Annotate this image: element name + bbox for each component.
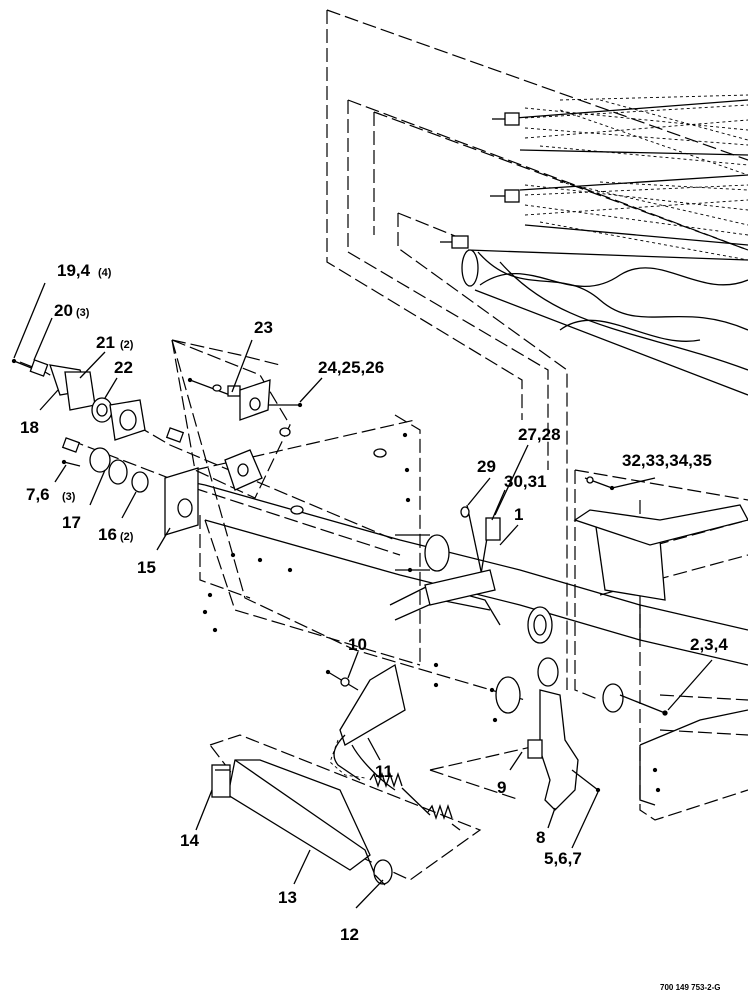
left-bearing-assembly [11,358,401,556]
leader-lines [13,282,713,909]
callout-15: 15 [137,558,156,577]
callout-11: 11 [375,762,393,781]
callout-20-qty: (3) [76,307,90,319]
callout-23: 23 [254,318,273,337]
callout-7-6-qty: (3) [62,491,76,503]
callout-21: 21 [96,333,115,352]
center-flange-assembly [171,339,303,499]
callout-29: 29 [477,457,496,476]
callout-20: 20 [54,301,73,320]
callout-17: 17 [62,513,81,532]
lower-roll [440,235,748,396]
callout-27-28: 27,28 [518,425,561,444]
right-side-parts [429,476,748,811]
callout-21-qty: (2) [120,339,134,351]
callout-19-4: 19,4 [57,261,91,280]
upper-roll [492,94,748,176]
callout-24-25-26: 24,25,26 [318,358,384,377]
callout-19-4-qty: (4) [98,267,112,279]
linkage-assembly [389,504,501,626]
shield-housing [209,734,482,886]
callout-9: 9 [497,778,506,797]
callout-5-6-7: 5,6,7 [544,849,582,868]
drawing-code: 700 149 753-2-G [660,983,721,992]
lever-and-springs [325,663,461,831]
callout-22: 22 [114,358,133,377]
callout-12: 12 [340,925,359,944]
callout-32-35: 32,33,34,35 [622,451,712,470]
callout-7-6: 7,6 [26,485,50,504]
frame-housing [171,339,748,821]
callout-16: 16 [98,525,117,544]
callout-10: 10 [348,635,367,654]
callout-8: 8 [536,828,545,847]
callout-16-qty: (2) [120,531,134,543]
callout-14: 14 [180,831,199,850]
callout-18: 18 [20,418,39,437]
spring [369,771,461,831]
middle-roll [490,174,748,261]
conditioner-rolls [326,9,748,690]
callout-13: 13 [278,888,297,907]
callouts: 19,4 (4) 20 (3) 21 (2) 22 18 23 24,25,26… [20,261,728,992]
callout-1: 1 [514,505,523,524]
callout-2-3-4: 2,3,4 [690,635,728,654]
frame-holes [202,432,661,793]
callout-30-31: 30,31 [504,472,547,491]
